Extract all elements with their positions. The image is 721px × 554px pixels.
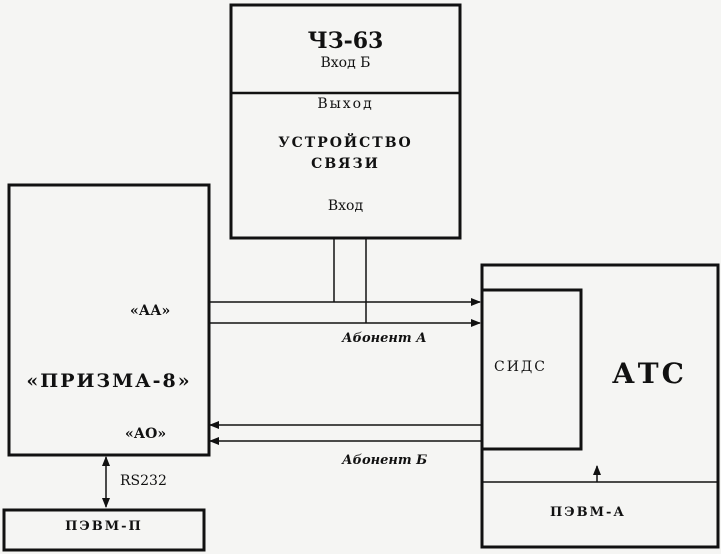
ats-title: АТС <box>612 357 687 390</box>
prizma-box <box>7 183 211 457</box>
prizma-aa-port-label: «АА» <box>130 303 171 319</box>
comm-input-label: Вход <box>327 198 364 214</box>
comm-device-title-line2: СВЯЗИ <box>311 156 380 172</box>
pevm-p-label: ПЭВМ-П <box>65 519 143 534</box>
rs232-label: RS232 <box>120 473 167 489</box>
ch363-input-b-label: Вход Б <box>320 55 371 71</box>
ch363-comm-device-box <box>229 3 462 240</box>
comm-output-label: Выход <box>317 96 374 112</box>
abonent-b-label: Абонент Б <box>342 453 428 468</box>
sids-label: СИДС <box>494 359 548 375</box>
prizma-title: «ПРИЗМА-8» <box>26 370 192 392</box>
pevm-p-box <box>2 508 206 552</box>
sids-box <box>480 288 583 451</box>
prizma-ao-port-label: «АО» <box>125 426 167 442</box>
comm-device-title-line1: УСТРОЙСТВО <box>278 135 413 151</box>
ch363-title: ЧЗ-63 <box>307 28 384 54</box>
abonent-a-label: Абонент А <box>342 331 427 346</box>
pevm-a-label: ПЭВМ-А <box>550 505 626 520</box>
